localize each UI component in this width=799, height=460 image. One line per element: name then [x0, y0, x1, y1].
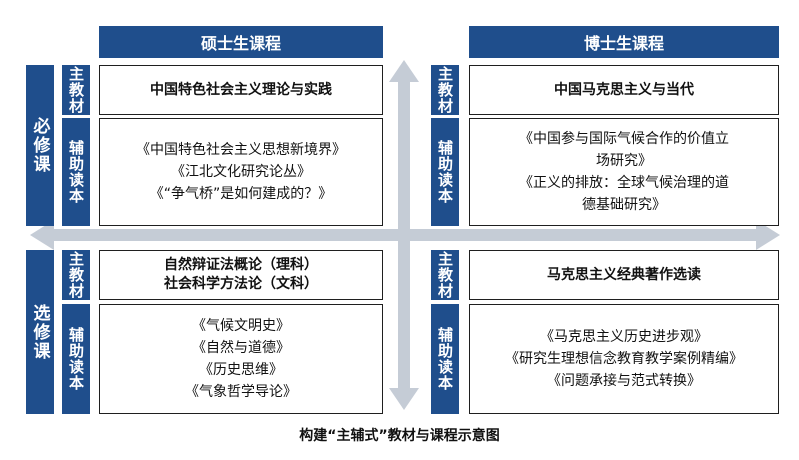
master-elective-aux-label: 辅助读本: [62, 304, 90, 414]
doctor-elective-aux-box: 《马克思主义历史进步观》 《研究生理想信念教育教学案例精编》 《问题承接与范式转…: [469, 304, 779, 414]
master-required-main-box: 中国特色社会主义理论与实践: [99, 65, 383, 115]
master-elective-aux-line-3: 《历史思维》: [199, 362, 283, 378]
doctor-required-aux-line-1: 《中国参与国际气候合作的价值立: [519, 131, 729, 147]
doctor-required-aux-line-2: 场研究》: [596, 153, 652, 169]
master-elective-main-line-1: 自然辩证法概论（理科）: [164, 257, 318, 273]
vertical-axis-shaft: [398, 78, 410, 392]
doctor-elective-main-line-1: 马克思主义经典著作选读: [547, 266, 701, 283]
doctor-elective-main-box: 马克思主义经典著作选读: [469, 250, 779, 300]
master-elective-main-line-2: 社会科学方法论（文科）: [164, 276, 318, 292]
header-doctor-courses: 博士生课程: [469, 26, 779, 58]
master-elective-aux-line-2: 《自然与道德》: [192, 340, 290, 356]
doctor-elective-aux-line-2: 《研究生理想信念教育教学案例精编》: [505, 351, 743, 367]
master-required-aux-box: 《中国特色社会主义思想新境界》 《江北文化研究论丛》 《“争气桥”是如何建成的？…: [99, 118, 383, 226]
master-required-aux-line-1: 《中国特色社会主义思想新境界》: [136, 142, 346, 158]
doctor-elective-main-label: 主教材: [431, 250, 459, 300]
master-required-aux-line-2: 《江北文化研究论丛》: [171, 164, 311, 180]
master-required-aux-label: 辅助读本: [62, 118, 90, 226]
bottom-arrow-head: [389, 388, 419, 410]
doctor-elective-aux-label: 辅助读本: [431, 304, 459, 414]
top-arrow-head: [389, 60, 419, 82]
doctor-required-main-box: 中国马克思主义与当代: [469, 65, 779, 115]
master-required-main-line-1: 中国特色社会主义理论与实践: [150, 81, 332, 98]
master-elective-aux-line-1: 《气候文明史》: [192, 318, 290, 334]
master-required-main-label: 主教材: [62, 65, 90, 115]
doctor-elective-aux-line-1: 《马克思主义历史进步观》: [540, 329, 708, 345]
doctor-required-main-label: 主教材: [431, 65, 459, 115]
master-elective-aux-box: 《气候文明史》 《自然与道德》 《历史思维》 《气象哲学导论》: [99, 304, 383, 414]
doctor-required-aux-label: 辅助读本: [431, 118, 459, 226]
doctor-required-aux-line-4: 德基础研究》: [582, 197, 666, 213]
row-label-elective: 选修课: [26, 250, 54, 414]
doctor-required-aux-line-3: 《正义的排放：全球气候治理的道: [519, 175, 729, 191]
doctor-required-main-line-1: 中国马克思主义与当代: [554, 81, 694, 98]
master-required-aux-line-3: 《“争气桥”是如何建成的？》: [149, 186, 333, 202]
diagram-caption: 构建“主辅式”教材与课程示意图: [299, 428, 500, 444]
master-elective-aux-line-4: 《气象哲学导论》: [185, 384, 297, 400]
right-arrow-head: [756, 220, 780, 250]
header-master-courses: 硕士生课程: [99, 26, 383, 58]
row-label-required: 必修课: [26, 65, 54, 226]
doctor-required-aux-box: 《中国参与国际气候合作的价值立 场研究》 《正义的排放：全球气候治理的道 德基础…: [469, 118, 779, 226]
master-elective-main-label: 主教材: [62, 250, 90, 300]
master-elective-main-box: 自然辩证法概论（理科） 社会科学方法论（文科）: [99, 250, 383, 300]
doctor-elective-aux-line-3: 《问题承接与范式转换》: [547, 373, 701, 389]
left-arrow-head: [30, 220, 54, 250]
